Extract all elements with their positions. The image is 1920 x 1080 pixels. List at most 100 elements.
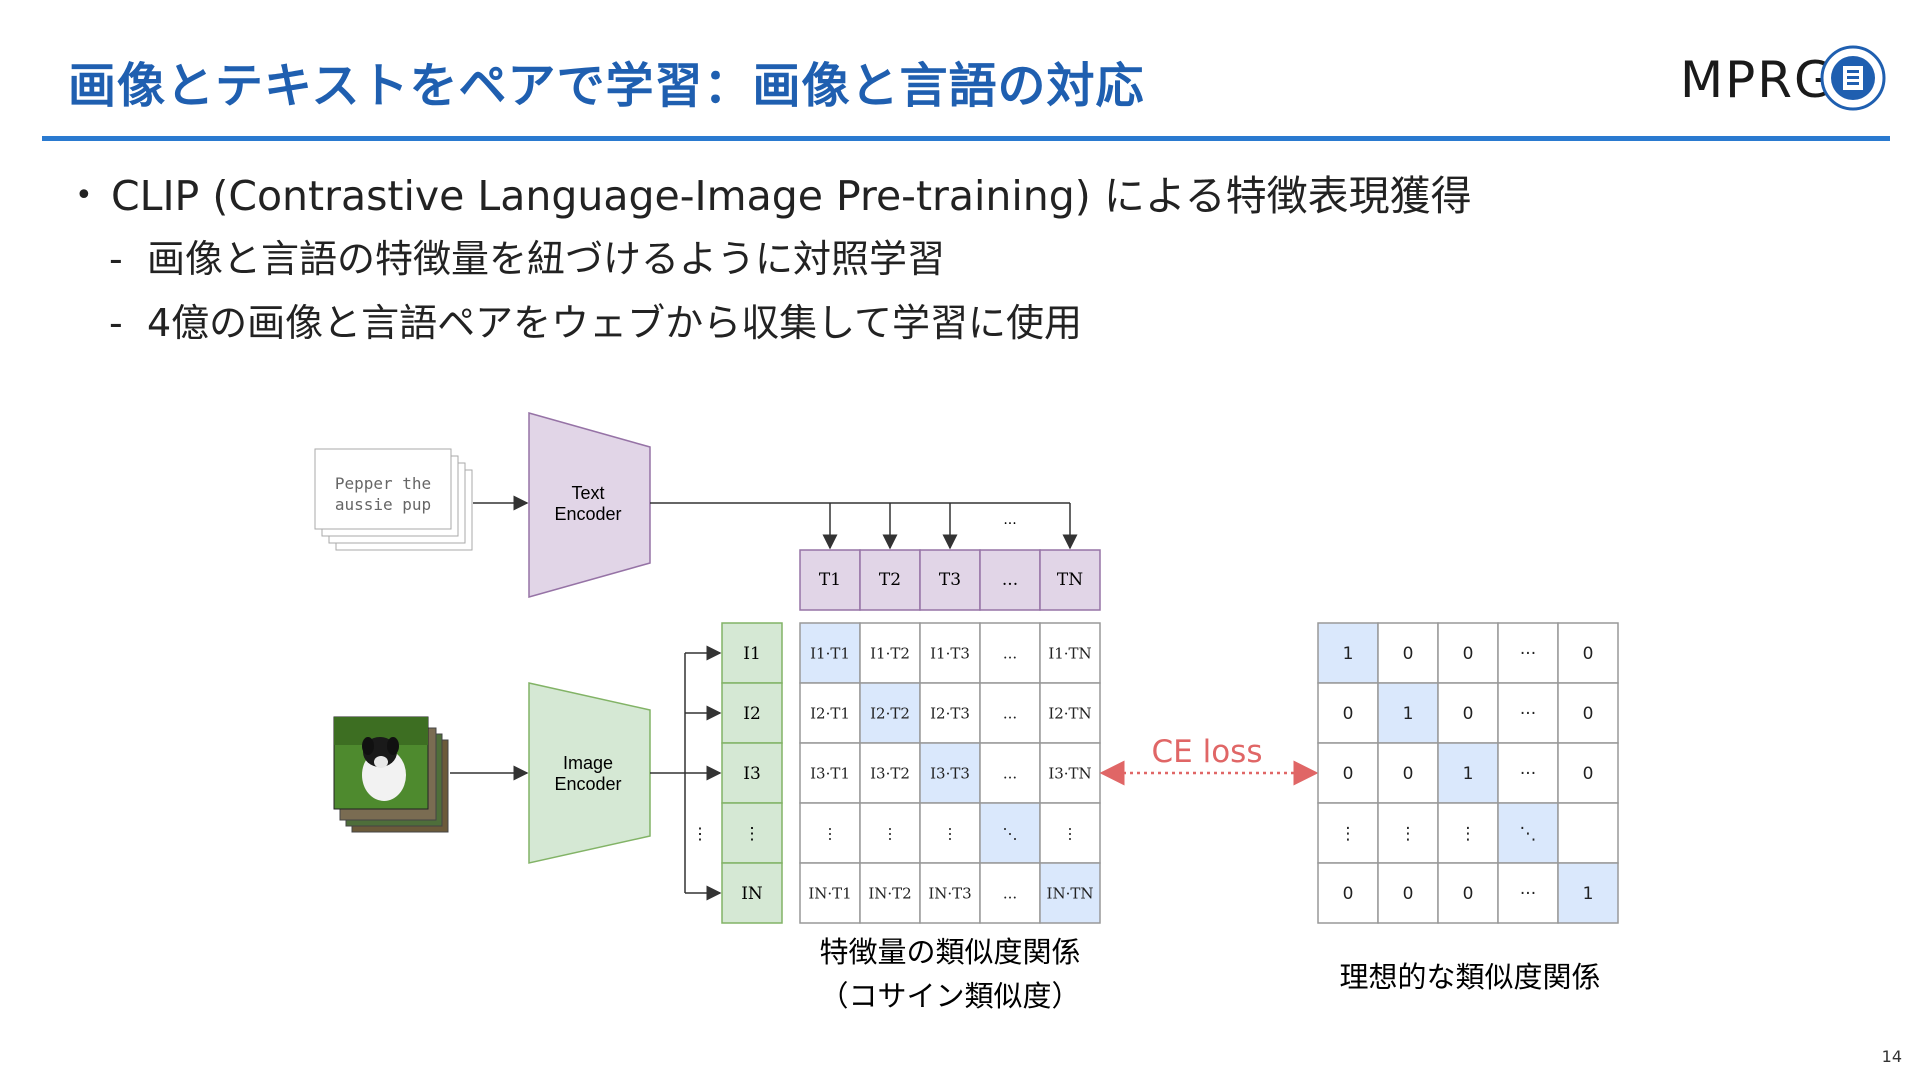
similarity-cell: I1·T3	[930, 644, 970, 662]
ideal-cell-box	[1377, 802, 1439, 864]
image-feature-cell: I3	[743, 764, 761, 784]
ideal-cell-box	[1437, 682, 1499, 744]
text-feature-cell: T1	[819, 570, 841, 590]
ideal-cell-box	[1497, 682, 1559, 744]
ideal-cell: 1	[1583, 884, 1594, 904]
ideal-cell: ⋱	[1520, 824, 1537, 844]
ideal-cell: ···	[1520, 764, 1536, 784]
ideal-cell: 0	[1403, 884, 1414, 904]
similarity-cell: I1·T1	[810, 644, 850, 662]
similarity-cell: IN·TN	[1047, 884, 1094, 902]
similarity-cell: ...	[1003, 764, 1017, 782]
similarity-cell: I3·TN	[1048, 764, 1091, 782]
ideal-cell-box	[1377, 742, 1439, 804]
bullet-list: • CLIP (Contrastive Language-Image Pre-t…	[75, 165, 1775, 355]
image-feature-dots: ⋮	[692, 824, 708, 843]
bullet-sub-text: 4億の画像と言語ペアをウェブから収集して学習に使用	[147, 301, 1083, 345]
similarity-cell-box	[1039, 742, 1101, 804]
similarity-cell: I1·T2	[870, 644, 910, 662]
text-feature-cell: T3	[939, 570, 961, 590]
ideal-cell: 0	[1343, 884, 1354, 904]
similarity-cell-box	[799, 682, 861, 744]
text-feature-dots: ...	[1003, 512, 1016, 528]
ideal-cell-box	[1557, 742, 1619, 804]
similarity-cell: ...	[1003, 644, 1017, 662]
ideal-cell-box	[1437, 742, 1499, 804]
similarity-cell: IN·T3	[928, 884, 971, 902]
similarity-cell: I2·T3	[930, 704, 970, 722]
title-underline	[42, 136, 1890, 141]
logo-text: MPRG	[1680, 51, 1835, 109]
ideal-cell-box	[1317, 802, 1379, 864]
similarity-cell: ⋮	[943, 824, 958, 842]
image-feature-cell: IN	[741, 884, 763, 904]
ce-loss-connector: CE loss	[1099, 734, 1319, 786]
text-encoder: Text Encoder	[528, 412, 651, 598]
similarity-cell: ⋮	[883, 824, 898, 842]
ideal-cell-box	[1557, 862, 1619, 924]
similarity-cell: I3·T1	[810, 764, 850, 782]
ideal-cell: 0	[1583, 704, 1594, 724]
similarity-cell: ...	[1003, 884, 1017, 902]
similarity-cell-box	[919, 862, 981, 924]
ideal-cell: 1	[1343, 644, 1354, 664]
ideal-cell-box	[1557, 622, 1619, 684]
ideal-cell-box	[1437, 802, 1499, 864]
bullet-sub-text: 画像と言語の特徴量を紐づけるように対照学習	[147, 237, 946, 281]
similarity-cell: ⋮	[1063, 824, 1078, 842]
ideal-cell: ···	[1520, 644, 1536, 664]
similarity-caption: （コサイン類似度）	[819, 979, 1080, 1013]
ideal-cell-box	[1497, 742, 1559, 804]
ideal-cell: 0	[1403, 764, 1414, 784]
ideal-cell-box	[1377, 682, 1439, 744]
ideal-cell: 0	[1583, 764, 1594, 784]
bullet-main: • CLIP (Contrastive Language-Image Pre-t…	[75, 165, 1775, 227]
ideal-cell: ···	[1520, 704, 1536, 724]
image-feature-cell: I2	[743, 704, 761, 724]
similarity-cell-box	[859, 862, 921, 924]
ideal-cell: ⋮	[1340, 824, 1357, 844]
ideal-cell: 0	[1463, 704, 1474, 724]
image-feature-column: I1 I2 I3 ⋮ IN	[721, 622, 783, 924]
similarity-cell-box	[859, 682, 921, 744]
page-number: 14	[1881, 1047, 1902, 1066]
similarity-cell-box	[979, 802, 1041, 864]
ideal-cell: 1	[1403, 704, 1414, 724]
similarity-cell-box	[799, 622, 861, 684]
image-encoder-label: Image	[563, 753, 613, 773]
similarity-cell: ⋮	[823, 824, 838, 842]
ideal-cell-box	[1317, 682, 1379, 744]
ideal-cell: ⋮	[1400, 824, 1417, 844]
dash-icon: -	[109, 237, 123, 281]
similarity-caption: 特徴量の類似度関係	[819, 935, 1080, 969]
image-feature-cell: ⋮	[744, 824, 761, 844]
ideal-cell: 1	[1463, 764, 1474, 784]
similarity-cell-box	[859, 622, 921, 684]
ideal-cell: 0	[1343, 764, 1354, 784]
ideal-cell-box	[1377, 862, 1439, 924]
similarity-cell-box	[1039, 862, 1101, 924]
text-input-line: Pepper the	[335, 474, 431, 493]
similarity-cell-box	[799, 742, 861, 804]
text-encoder-label: Encoder	[554, 504, 621, 524]
ideal-cell: ···	[1520, 884, 1536, 904]
ideal-cell: 0	[1343, 704, 1354, 724]
bullet-sub: - 4億の画像と言語ペアをウェブから収集して学習に使用	[75, 291, 1775, 355]
text-feature-cell: TN	[1057, 570, 1083, 590]
ideal-cell-box	[1557, 802, 1619, 864]
ideal-cell: 0	[1403, 644, 1414, 664]
similarity-cell-box	[859, 742, 921, 804]
dash-icon: -	[109, 301, 123, 345]
text-feature-row: T1 T2 T3 ... TN	[799, 549, 1101, 611]
ideal-caption: 理想的な類似度関係	[1339, 960, 1600, 994]
bullet-dot-icon: •	[75, 178, 93, 213]
dog-photo-icon	[333, 716, 429, 810]
similarity-cell-box	[799, 862, 861, 924]
ideal-cell: 0	[1463, 884, 1474, 904]
similarity-cell: I3·T3	[930, 764, 970, 782]
university-seal-icon	[1820, 45, 1886, 111]
ideal-cell-box	[1437, 622, 1499, 684]
